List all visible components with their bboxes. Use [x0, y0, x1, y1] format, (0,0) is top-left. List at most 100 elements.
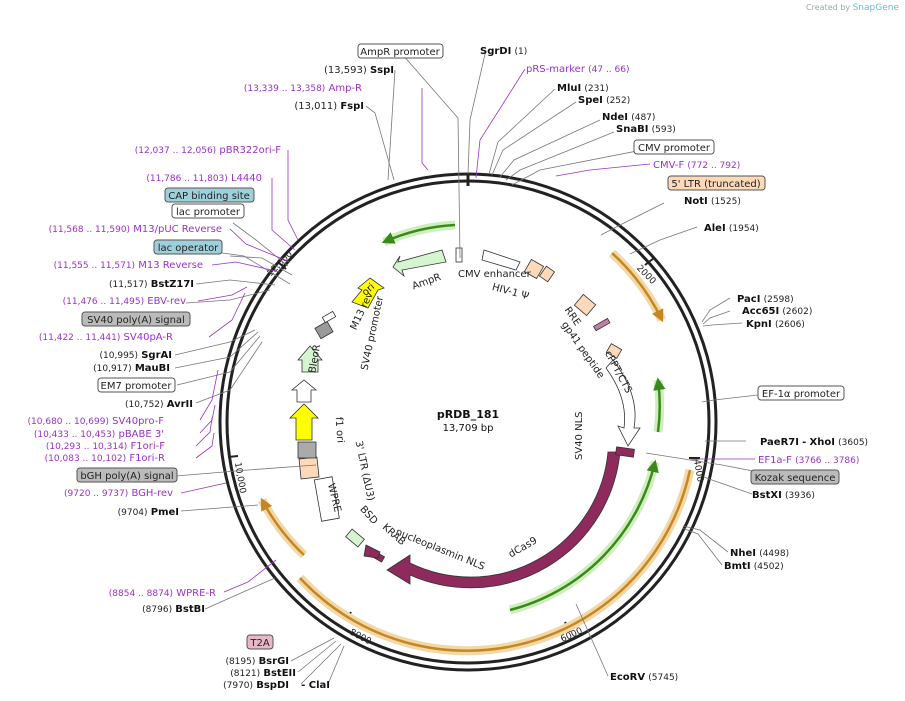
grey-feature	[297, 441, 317, 459]
ltr3-feature	[298, 456, 320, 480]
lac-feature	[321, 310, 337, 324]
bleor-feature	[297, 345, 323, 373]
label-bmti: BmtI (4502)	[724, 561, 784, 572]
cmv-enhancer-label: CMV enhancer	[458, 269, 532, 280]
left-labels: (13,593) SspI (13,339 .. 13,358) Amp-R (…	[28, 65, 394, 691]
bsd-feature	[345, 528, 365, 548]
label-maubi: (10,917) MauBI	[93, 363, 170, 374]
label-pbr322ori-f: (12,037 .. 12,056) pBR322ori-F	[135, 145, 282, 156]
box-cap-binding-site: CAP binding site	[164, 187, 255, 203]
box-ampr-promoter: AmpR promoter	[357, 43, 444, 59]
sv40polya-feature	[314, 320, 334, 340]
sv40-nls-label: SV40 NLS	[574, 412, 585, 461]
ampr-label: AmpR	[411, 272, 443, 293]
ampr-feature	[392, 249, 447, 278]
cppt-feature	[605, 343, 623, 359]
outer-feature-arcs	[258, 220, 695, 656]
label-bstxi: BstXI (3936)	[752, 490, 815, 501]
label-sgrai: (10,995) SgrAI	[100, 350, 172, 361]
ltr-fragment-feature	[538, 265, 556, 283]
box-lac-promoter: lac promoter	[171, 203, 245, 219]
box-ef1a-promoter: EF-1α promoter	[757, 385, 845, 401]
label-sgrdi: SgrDI (1)	[480, 46, 527, 57]
krab-feature	[363, 544, 381, 559]
svg-text:T2A: T2A	[249, 638, 269, 649]
label-f1ori-r: (10,083 .. 10,102) F1ori-R	[45, 453, 165, 464]
svg-text:Kozak sequence: Kozak sequence	[755, 473, 836, 484]
box-sv40-polya: SV40 poly(A) signal	[81, 311, 191, 327]
ltr5-arc-highlight	[608, 249, 667, 322]
label-ndei: NdeI (487)	[602, 112, 655, 123]
long-orange-arc	[299, 469, 692, 652]
box-lac-operator: lac operator	[153, 239, 223, 255]
plasmid-size: 13,709 bp	[443, 423, 494, 434]
svg-text:CAP binding site: CAP binding site	[168, 191, 250, 202]
ori-feature	[351, 277, 385, 309]
plasmid-title: pRDB_181 13,709 bp	[437, 408, 499, 434]
label-bsrgi: (8195) BsrGI	[225, 656, 289, 667]
ef1a-arc	[653, 377, 666, 433]
dcas9-label: dCas9	[507, 535, 539, 560]
box-kozak-sequence: Kozak sequence	[750, 469, 840, 485]
wpre-feature	[313, 476, 340, 522]
label-bstbi: (8796) BstBI	[142, 604, 205, 615]
cmv-enhancer-feature	[481, 249, 521, 271]
box-bgh-polya: bGH poly(A) signal	[76, 467, 178, 483]
svg-text:lac operator: lac operator	[158, 243, 219, 254]
label-pmei: (9704) PmeI	[118, 507, 179, 518]
ltr5-arc	[611, 252, 664, 323]
bgh-arc-highlight	[258, 497, 308, 559]
snapgene-logo: SnapGene	[852, 3, 899, 13]
label-bspdi: (7970) BspDI	[223, 680, 289, 691]
label-ebv-rev: (11,476 .. 11,495) EBV-rev	[63, 296, 186, 307]
ampr-arc	[381, 223, 456, 244]
snapgene-credit: Created by SnapGene	[806, 3, 899, 13]
em7-feature	[290, 379, 318, 403]
svg-text:EM7 promoter: EM7 promoter	[101, 381, 173, 392]
hiv-psi-label: HIV-1 Ψ	[491, 282, 530, 302]
label-cmv-f: CMV-F (772 .. 792)	[653, 160, 740, 171]
bleor-label: BleoR	[307, 344, 323, 374]
leader-lines	[174, 53, 785, 685]
svg-text:SV40 poly(A) signal: SV40 poly(A) signal	[87, 315, 185, 326]
svg-text:AmpR promoter: AmpR promoter	[360, 47, 440, 58]
label-sv40pa-r: (11,422 .. 11,441) SV40pA-R	[39, 332, 173, 343]
gp41-feature	[593, 317, 611, 332]
svg-text:bGH poly(A) signal: bGH poly(A) signal	[80, 471, 173, 482]
right-boxes: CMV promoter 5' LTR (truncated) EF-1α pr…	[633, 139, 845, 485]
label-m13puc-reverse: (11,568 .. 11,590) M13/pUC Reverse	[49, 224, 222, 235]
label-acc65i: Acc65I (2602)	[742, 306, 812, 317]
left-boxes: AmpR promoter CAP binding site lac promo…	[76, 43, 444, 650]
label-clai: - ClaI	[301, 680, 330, 691]
svg-text:5' LTR (truncated): 5' LTR (truncated)	[671, 179, 760, 190]
label-prs-marker: pRS-marker (47 .. 66)	[526, 64, 630, 75]
credit-prefix: Created by	[806, 3, 851, 12]
plasmid-name: pRDB_181	[437, 408, 499, 421]
krab-label: KRAB	[380, 522, 407, 548]
label-pbabe3: (10,433 .. 10,453) pBABE 3'	[34, 429, 164, 440]
label-fspi: (13,011) FspI	[294, 101, 364, 112]
label-m13-reverse: (11,555 .. 11,571) M13 Reverse	[54, 260, 203, 271]
ef1a-promoter-feature	[605, 359, 641, 447]
f1ori-label: f1 ori	[333, 417, 346, 444]
label-l4440: (11,786 .. 11,803) L4440	[146, 173, 262, 184]
f1ori-feature	[289, 403, 319, 441]
green-arc	[509, 459, 659, 612]
dcas9-feature	[386, 451, 621, 589]
label-paci: PacI (2598)	[737, 294, 794, 305]
label-amp-r: (13,339 .. 13,358) Amp-R	[244, 83, 362, 94]
label-alei: AleI (1954)	[704, 223, 759, 234]
label-bstz17i: (11,517) BstZ17I	[109, 279, 194, 290]
label-bgh-rev: (9720 .. 9737) BGH-rev	[64, 488, 173, 499]
bsd-label: BSD	[357, 504, 379, 527]
label-avrii: (10,752) AvrII	[125, 399, 193, 410]
ampr-arc-highlight	[382, 220, 456, 247]
label-wpre-r: (8854 .. 8874) WPRE-R	[109, 588, 216, 599]
tick-4000: 4000	[689, 457, 705, 483]
svg-text:lac promoter: lac promoter	[176, 207, 241, 218]
label-sspi: (13,593) SspI	[324, 65, 394, 76]
box-5ltr-truncated: 5' LTR (truncated)	[667, 175, 766, 191]
label-kpni: KpnI (2606)	[746, 319, 805, 330]
label-bsteii: (8121) BstEII	[230, 668, 296, 679]
